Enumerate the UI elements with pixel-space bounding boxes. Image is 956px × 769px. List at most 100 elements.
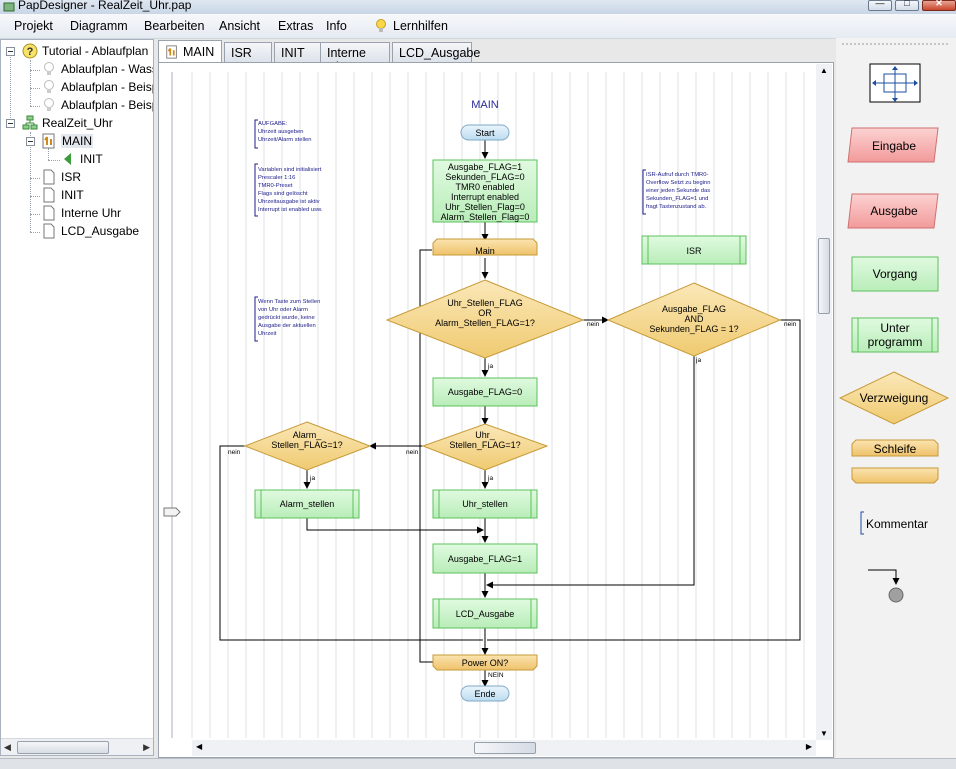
tree-item-label: LCD_Ausgabe [61,224,140,238]
scroll-up-icon[interactable]: ▲ [820,66,828,75]
palette-shapes: Eingabe Ausgabe Vorgang Unter programm V… [838,43,950,603]
document-icon [43,223,55,239]
loop-end-power-on[interactable]: Power ON? [432,654,538,671]
svg-text:Prescaler 1:16: Prescaler 1:16 [258,175,295,181]
init-process-box[interactable]: Ausgabe_FLAG=1 Sekunden_FLAG=0 TMR0 enab… [432,159,538,223]
comment-aufgabe[interactable]: AUFGABE: Uhrzeit ausgeben Uhrzeit/Alarm … [254,119,311,149]
menu-bearbeiten[interactable]: Bearbeiten [144,19,205,33]
svg-text:Main: Main [475,246,495,256]
tab-label: ISR [231,46,252,60]
tree-item-label: RealZeit_Uhr [42,116,113,130]
menu-info[interactable]: Info [326,19,347,33]
tab-label: MAIN [183,45,215,59]
label-ja: ja [695,357,701,364]
process-ausgabe-flag-1[interactable]: Ausgabe_FLAG=1 [432,543,538,574]
status-bar [0,758,956,769]
scroll-right-icon[interactable]: ▶ [805,742,812,751]
minimize-button[interactable]: — [868,0,892,11]
label-nein: nein [784,321,797,328]
tab-isr[interactable]: ISR [224,42,272,62]
label-ja: ja [487,475,493,482]
svg-text:gedrückt wurde, keine: gedrückt wurde, keine [258,315,315,321]
process-ausgabe-flag-0[interactable]: Ausgabe_FLAG=0 [432,377,538,407]
init-line: Sekunden_FLAG=0 [445,172,524,182]
svg-text:OR: OR [478,308,492,318]
scroll-thumb[interactable] [818,238,830,314]
tab-label: LCD_Ausgabe [399,46,481,60]
decision-uhr-stellen[interactable]: Uhr_ Stellen_FLAG=1? [421,423,549,471]
menu-extras[interactable]: Extras [278,19,314,33]
svg-text:Wenn Taste zum Stellen: Wenn Taste zum Stellen [258,299,320,305]
comment-initialisierung[interactable]: Variablen sind initialisiert Prescaler 1… [254,163,323,217]
maximize-button[interactable]: □ [895,0,919,11]
arrow-left-icon [64,153,71,165]
canvas-vertical-scrollbar[interactable]: ▲ ▼ [816,64,832,740]
diagram-title: MAIN [471,99,499,111]
tree-item-label: ISR [61,170,82,184]
isr-box[interactable]: ISR [641,235,747,265]
scroll-right-icon[interactable]: ▶ [143,742,150,752]
label-nein: nein [587,321,600,328]
tab-label: INIT [281,46,305,60]
tree-horizontal-scrollbar[interactable]: ◀ ▶ [1,738,153,755]
ruler-handle[interactable] [163,507,181,517]
menu-projekt[interactable]: Projekt [14,19,53,33]
end-terminator[interactable]: Ende [460,685,510,702]
close-icon: ✕ [935,0,943,8]
menu-lernhilfen[interactable]: Lernhilfen [393,19,448,33]
svg-text:Power ON?: Power ON? [462,658,509,668]
start-terminator[interactable]: Start [460,124,510,141]
palette-kommentar[interactable]: Kommentar [860,511,928,535]
palette-unterprogramm[interactable]: Unter programm [851,317,939,353]
comment-taste[interactable]: Wenn Taste zum Stellen von Uhr oder Alar… [254,296,320,342]
palette-eingabe[interactable]: Eingabe [847,127,939,163]
subroutine-alarm-stellen[interactable]: Alarm_stellen [254,489,360,519]
svg-text:Unter: Unter [880,321,909,335]
connector-point-icon[interactable] [868,569,904,603]
subroutine-uhr-stellen[interactable]: Uhr_stellen [432,489,538,519]
scroll-left-icon[interactable]: ◀ [196,742,203,751]
selection-tool-icon[interactable] [869,63,921,103]
decision-ausgabe-sekunden[interactable]: Ausgabe_FLAG AND Sekunden_FLAG = 1? [606,282,782,357]
maximize-icon: □ [904,0,910,8]
menu-ansicht[interactable]: Ansicht [219,19,260,33]
svg-text:Start: Start [475,128,495,138]
svg-text:von Uhr oder Alarm: von Uhr oder Alarm [258,307,308,313]
scroll-left-icon[interactable]: ◀ [4,742,11,752]
scroll-thumb[interactable] [17,741,109,754]
tab-main[interactable]: MAIN [158,40,222,63]
collapse-toggle-realzeit[interactable] [6,119,15,128]
svg-text:Ausgabe_FLAG=0: Ausgabe_FLAG=0 [448,387,522,397]
menu-diagramm[interactable]: Diagramm [70,19,128,33]
svg-text:Ausgabe der aktuellen: Ausgabe der aktuellen [258,323,316,329]
menu-bar: Projekt Diagramm Bearbeiten Ansicht Extr… [0,14,956,39]
scroll-down-icon[interactable]: ▼ [820,729,828,738]
decision-stellen-flag[interactable]: Uhr_Stellen_FLAG OR Alarm_Stellen_FLAG=1… [385,279,585,359]
svg-text:Ausgabe: Ausgabe [870,204,918,218]
palette-schleife[interactable]: Schleife [851,439,939,484]
tree-item-label: Ablaufplan - Beispiel [61,80,153,94]
tree-item-label: INIT [80,152,103,166]
scroll-thumb[interactable] [474,742,536,754]
palette-vorgang[interactable]: Vorgang [851,256,939,292]
comment-isr[interactable]: ISR-Aufruf durch TMR0- Overflow Setzt zu… [642,169,710,215]
main-loop-start[interactable]: Main [432,238,538,256]
palette-verzweigung[interactable]: Verzweigung [838,371,950,425]
palette-ausgabe[interactable]: Ausgabe [847,193,939,229]
svg-text:Uhrzeit/Alarm stellen: Uhrzeit/Alarm stellen [258,137,311,143]
flowchart-icon [22,115,38,130]
tab-lcd-ausgabe[interactable]: LCD_Ausgabe [392,42,480,62]
canvas-horizontal-scrollbar[interactable]: ◀ ▶ [192,740,816,756]
tab-init[interactable]: INIT [274,42,322,62]
tree-item-label: Interne Uhr [61,206,122,220]
svg-text:Ausgabe_FLAG: Ausgabe_FLAG [662,304,726,314]
subroutine-lcd-ausgabe[interactable]: LCD_Ausgabe [432,598,538,629]
window-title: PapDesigner - RealZeit_Uhr.pap [18,0,192,12]
collapse-toggle-tutorial[interactable] [6,47,15,56]
decision-alarm-stellen[interactable]: Alarm_ Stellen_FLAG=1? [243,421,372,471]
svg-text:Uhr_stellen: Uhr_stellen [462,499,508,509]
init-line: Uhr_Stellen_Flag=0 [445,202,525,212]
question-icon: ? [22,43,38,59]
collapse-toggle-main[interactable] [26,137,35,146]
